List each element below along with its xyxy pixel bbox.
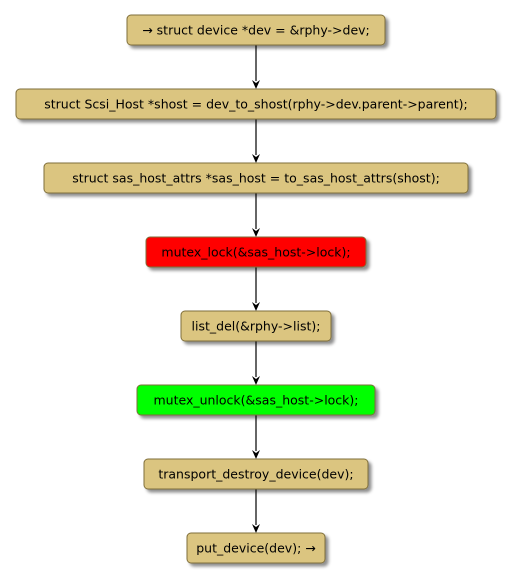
arrowhead-icon <box>252 302 260 311</box>
flow-node-2: struct Scsi_Host *shost = dev_to_shost(r… <box>15 88 497 120</box>
flow-node-box <box>43 162 469 194</box>
flow-node-box <box>15 88 497 120</box>
flow-edge-2 <box>252 119 260 163</box>
flow-node-7: transport_destroy_device(dev); <box>143 458 369 490</box>
flow-edge-5 <box>252 341 260 385</box>
arrowhead-icon <box>252 376 260 385</box>
flow-node-label: struct sas_host_attrs *sas_host = to_sas… <box>72 171 440 186</box>
flow-node-box <box>186 532 326 564</box>
edges-layer <box>252 45 260 533</box>
flow-node-label: struct Scsi_Host *shost = dev_to_shost(r… <box>44 97 468 112</box>
flow-node-box <box>126 14 386 46</box>
flow-node-3: struct sas_host_attrs *sas_host = to_sas… <box>43 162 469 194</box>
nodes-layer: → struct device *dev = &rphy->dev; struct… <box>15 14 497 564</box>
arrowhead-icon <box>252 80 260 89</box>
arrowhead-icon <box>252 228 260 237</box>
flow-node-box <box>180 310 332 342</box>
flow-node-5: list_del(&rphy->list); <box>180 310 332 342</box>
flow-edge-1 <box>252 45 260 89</box>
flow-node-6: mutex_unlock(&sas_host->lock); <box>136 384 376 416</box>
flow-node-4: mutex_lock(&sas_host->lock); <box>145 236 367 268</box>
flow-node-label: mutex_lock(&sas_host->lock); <box>161 245 350 260</box>
arrowhead-icon <box>252 524 260 533</box>
arrowhead-icon <box>252 154 260 163</box>
flow-edge-7 <box>252 489 260 533</box>
flow-edge-3 <box>252 193 260 237</box>
flow-node-label: mutex_unlock(&sas_host->lock); <box>153 393 358 408</box>
flow-edge-4 <box>252 267 260 311</box>
flow-node-box <box>145 236 367 268</box>
flow-node-label: put_device(dev); → <box>196 541 316 556</box>
arrowhead-icon <box>252 450 260 459</box>
flow-node-box <box>143 458 369 490</box>
flow-node-label: transport_destroy_device(dev); <box>158 467 353 482</box>
flow-node-8: put_device(dev); → <box>186 532 326 564</box>
flow-edge-6 <box>252 415 260 459</box>
flow-node-label: list_del(&rphy->list); <box>192 319 321 334</box>
flow-node-1: → struct device *dev = &rphy->dev; <box>126 14 386 46</box>
flow-node-box <box>136 384 376 416</box>
flow-node-label: → struct device *dev = &rphy->dev; <box>142 23 370 38</box>
